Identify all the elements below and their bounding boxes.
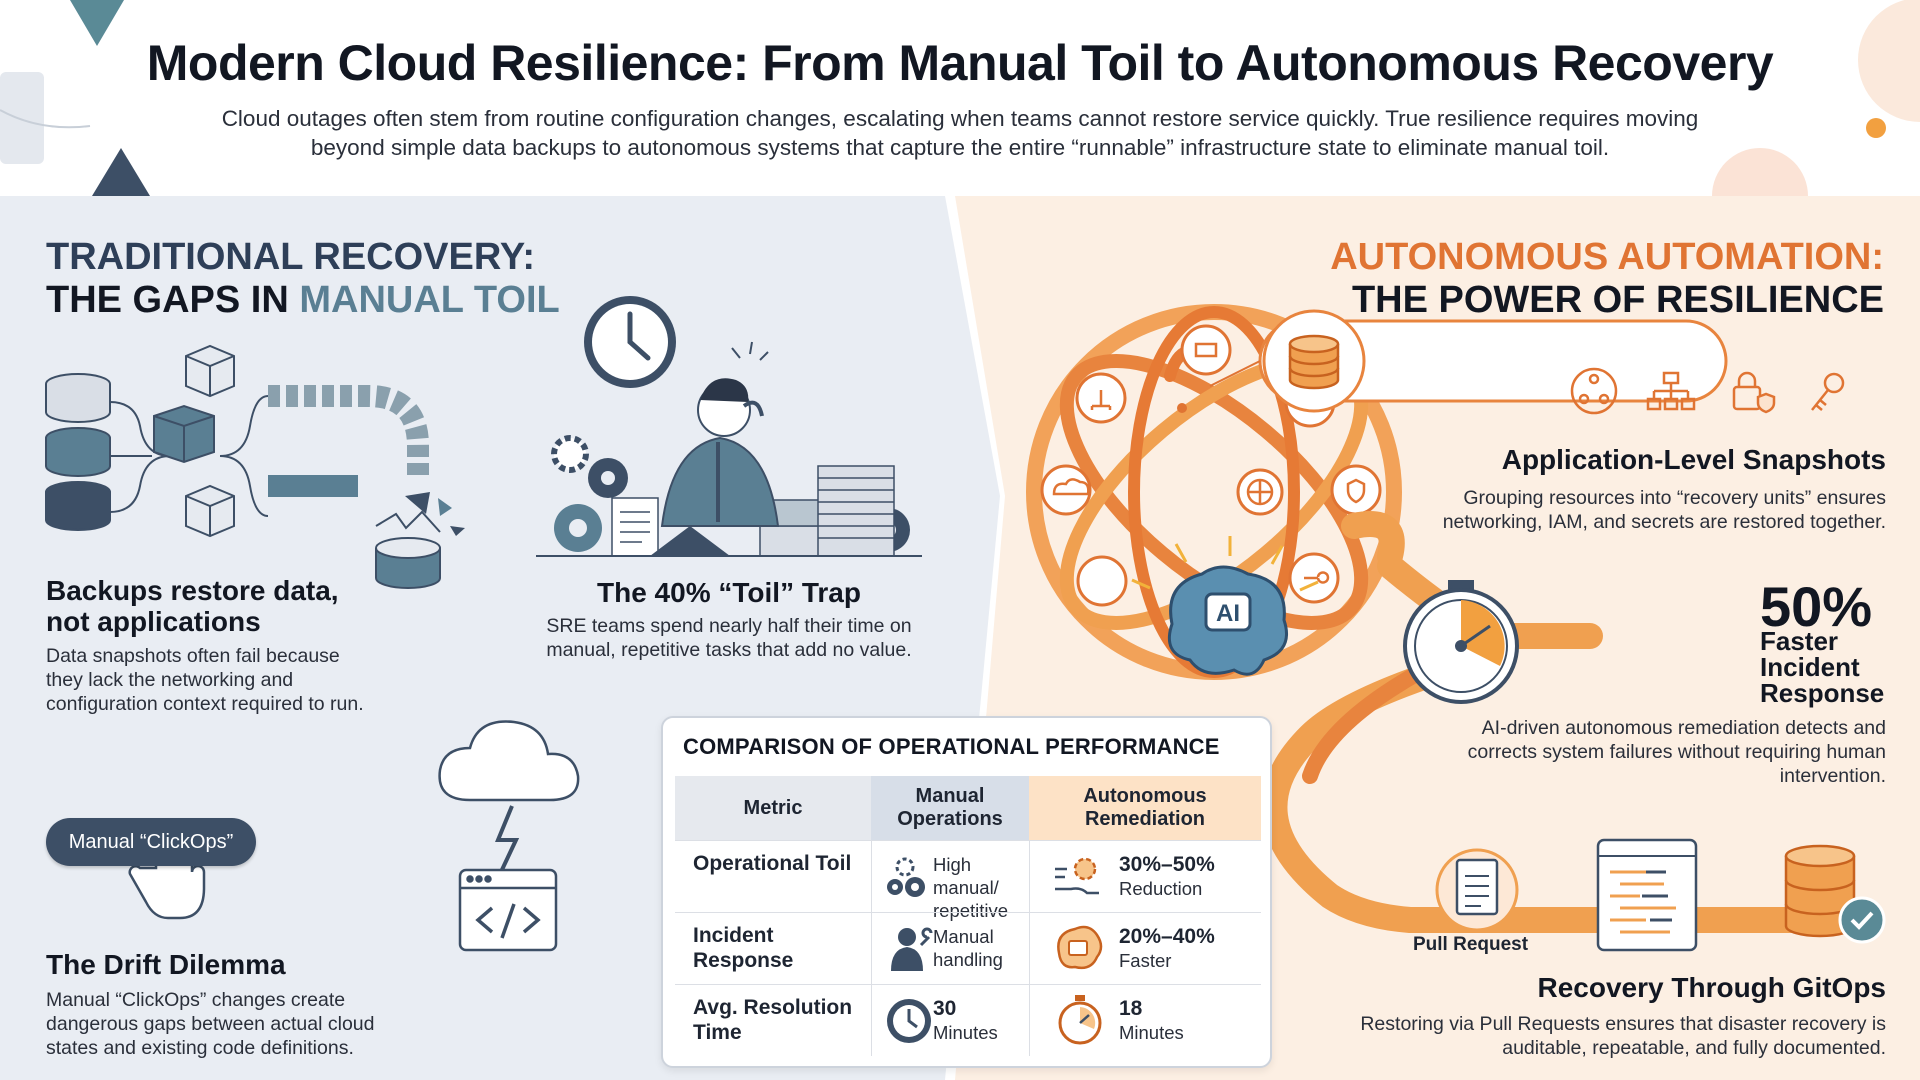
navy-triangle-decor [92, 148, 150, 196]
header: Modern Cloud Resilience: From Manual Toi… [0, 0, 1920, 196]
ai-brain-icon [1057, 925, 1103, 970]
header-decor [0, 0, 1920, 196]
stopwatch-icon [1403, 580, 1519, 704]
row-metric: Avg. Resolution Time [693, 996, 853, 1044]
code-window-icon [458, 868, 558, 952]
comparison-table-card: COMPARISON OF OPERATIONAL PERFORMANCE Me… [661, 716, 1272, 1068]
cubes-icon [153, 344, 235, 538]
engineer-icon [891, 927, 933, 971]
header-manual: Manual Operations [871, 776, 1029, 840]
page-title: Modern Cloud Resilience: From Manual Toi… [146, 35, 1774, 91]
right-section-heading: AUTONOMOUS AUTOMATION: THE POWER OF RESI… [1330, 236, 1884, 322]
row-auto-label: Reduction [1119, 878, 1203, 899]
peach-circle-decor [1858, 0, 1920, 122]
clock-icon [584, 296, 676, 388]
drift-text: Manual “ClickOps” changes create dangero… [46, 989, 375, 1059]
broken-pipe-icon [268, 385, 429, 476]
snapshots-text: Grouping resources into “recovery units”… [1442, 487, 1886, 533]
left-heading-line2a: THE GAPS IN [46, 279, 300, 321]
page-subtitle: Cloud outages often stem from routine co… [221, 106, 1699, 160]
gitops-text: Restoring via Pull Requests ensures that… [1360, 1013, 1886, 1059]
database-icon [1288, 334, 1340, 390]
teal-triangle-decor [70, 0, 124, 46]
ai-brain-icon: AI [1131, 536, 1319, 676]
paper-stack-icon [611, 465, 895, 557]
orange-dot-decor [1866, 118, 1886, 138]
right-heading-line1: AUTONOMOUS AUTOMATION: [1330, 236, 1884, 278]
sync-icon [1570, 367, 1618, 415]
left-heading-line2b: MANUAL TOIL [299, 279, 560, 321]
faster-stat: 50% [1760, 575, 1873, 638]
key-icon [1811, 372, 1845, 411]
row-auto-value: 20%–40% [1119, 925, 1215, 948]
stopwatch-icon [1058, 995, 1102, 1045]
row-metric: Incident Response [693, 924, 794, 972]
backups-text: Data snapshots often fail because they l… [46, 645, 364, 715]
lock-shield-icon [1732, 371, 1776, 414]
row-manual: High manual/ repetitive [933, 854, 1009, 921]
table-row: Operational Toil High manual/ repetitive… [675, 840, 1261, 921]
database-stack-icon [45, 373, 111, 531]
col-divider [871, 840, 872, 1056]
row-manual-label: Minutes [933, 1022, 998, 1043]
gray-block-decor [0, 72, 44, 164]
row-auto: 20%–40%Faster [1119, 925, 1215, 973]
row-auto: 30%–50%Reduction [1119, 853, 1215, 901]
left-section-heading: TRADITIONAL RECOVERY: THE GAPS IN MANUAL… [46, 236, 560, 322]
toil-text: SRE teams spend nearly half their time o… [546, 615, 912, 661]
table-row: Incident Response Manual handling 20%–40… [675, 912, 1261, 984]
col-divider [1029, 840, 1030, 1056]
left-illustrations [45, 296, 922, 952]
faster-label: Faster Incident Response [1760, 626, 1885, 708]
verified-database-icon [1784, 844, 1886, 944]
row-auto-value: 18 [1119, 997, 1143, 1020]
hand-gear-icon [1055, 857, 1099, 895]
backups-title: Backups restore data, not applications [46, 575, 339, 637]
faster-text: AI-driven autonomous remediation detects… [1467, 717, 1886, 787]
row-auto-label: Faster [1119, 950, 1172, 971]
row-metric: Operational Toil [693, 852, 852, 875]
toil-title: The 40% “Toil” Trap [597, 577, 861, 608]
header-metric: Metric [675, 776, 871, 840]
snapshots-title: Application-Level Snapshots [1501, 444, 1886, 475]
table-title: COMPARISON OF OPERATIONAL PERFORMANCE [683, 734, 1220, 759]
clickops-pill: Manual “ClickOps” [46, 818, 256, 866]
pull-request-icon [1435, 848, 1519, 932]
header-autonomous: Autonomous Remediation [1029, 776, 1261, 840]
row-manual-value: 30 [933, 997, 957, 1020]
pull-request-label: Pull Request [1413, 934, 1529, 955]
stressed-engineer-icon [650, 341, 780, 556]
row-manual: Manual handling [933, 926, 1003, 970]
right-illustrations: AI [1026, 304, 1886, 952]
drift-title: The Drift Dilemma [46, 949, 286, 980]
broken-database-icon [375, 510, 441, 589]
row-auto-value: 30%–50% [1119, 853, 1215, 876]
gears-icon [887, 857, 925, 897]
git-code-window-icon [1596, 838, 1698, 952]
org-chart-icon [1646, 371, 1696, 411]
right-heading-line2: THE POWER OF RESILIENCE [1351, 279, 1884, 321]
gitops-title: Recovery Through GitOps [1537, 972, 1887, 1003]
snapshot-feature-icons [1570, 367, 1845, 415]
clock-icon [887, 999, 931, 1043]
cloud-lightning-icon [438, 720, 580, 875]
row-auto-label: Minutes [1119, 1022, 1184, 1043]
left-heading-line1: TRADITIONAL RECOVERY: [46, 236, 536, 278]
ai-chip-label: AI [1216, 600, 1240, 627]
